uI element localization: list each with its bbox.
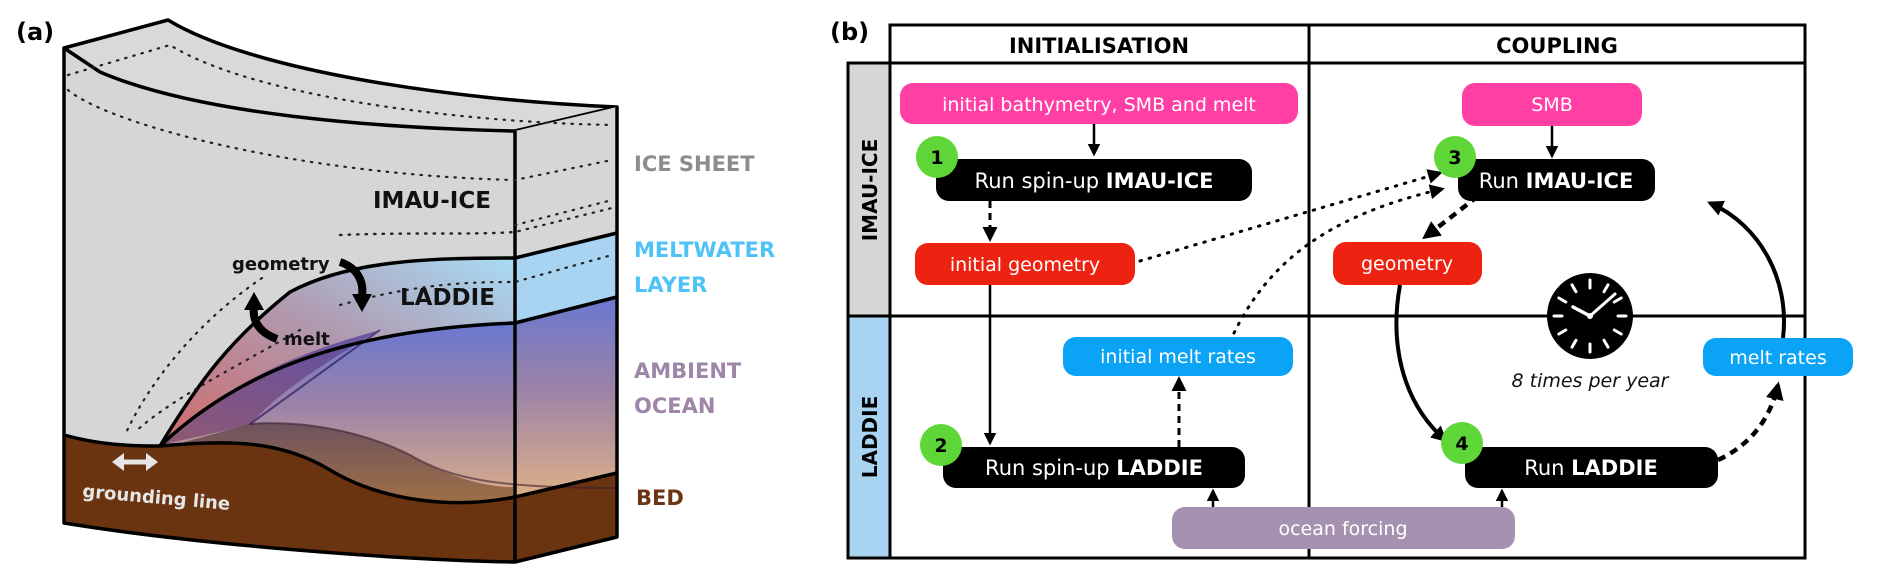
bed-bump <box>170 423 515 503</box>
legend-ice-sheet: ICE SHEET <box>634 152 755 176</box>
panel-a: (a) <box>16 18 775 564</box>
laddie-label: LADDIE <box>400 285 495 311</box>
svg-text:initial bathymetry, SMB and me: initial bathymetry, SMB and melt <box>942 94 1256 116</box>
box-step2-spinup-laddie: Run spin-up LADDIE 2 <box>920 424 1245 488</box>
panel-a-legend: ICE SHEET MELTWATER LAYER AMBIENT OCEAN … <box>634 152 775 510</box>
legend-meltwater-line2: LAYER <box>634 273 707 297</box>
legend-ocean-line1: AMBIENT <box>634 359 742 383</box>
box-initial-geometry: initial geometry <box>915 243 1135 285</box>
cavity-shade <box>165 330 380 444</box>
svg-text:3: 3 <box>1448 147 1461 169</box>
box-ocean-forcing: ocean forcing <box>1172 507 1515 549</box>
legend-ocean-line2: OCEAN <box>634 394 715 418</box>
box-step3-run-imau-ice: Run IMAU-ICE 3 <box>1434 136 1655 201</box>
svg-text:1: 1 <box>930 147 943 169</box>
svg-text:geometry: geometry <box>1361 253 1453 275</box>
box-initial-inputs: initial bathymetry, SMB and melt <box>900 83 1298 124</box>
svg-text:Run IMAU-ICE: Run IMAU-ICE <box>1479 169 1634 193</box>
row-bg-imau-ice <box>848 63 890 316</box>
step-badge-4 <box>1441 422 1483 464</box>
meltwater-layer-front <box>160 258 515 446</box>
block-outlines <box>62 48 619 564</box>
step-badge-2 <box>920 424 962 466</box>
clock-caption: 8 times per year <box>1512 370 1670 392</box>
clock-tick <box>1557 328 1568 336</box>
row-header-imau-ice: IMAU-ICE <box>858 139 882 242</box>
box-melt-rates: melt rates <box>1703 338 1853 376</box>
geometry-arrow-label: geometry <box>232 254 330 275</box>
svg-text:melt rates: melt rates <box>1729 347 1826 369</box>
svg-text:Run LADDIE: Run LADDIE <box>1524 456 1658 480</box>
clock-icon <box>1547 273 1633 359</box>
bed-front <box>64 435 515 562</box>
grounding-line-arrow-icon <box>112 453 158 471</box>
melt-arrow-label: melt <box>284 329 330 350</box>
svg-text:Run spin-up IMAU-ICE: Run spin-up IMAU-ICE <box>975 169 1214 193</box>
clock-tick <box>1570 283 1578 294</box>
row-header-laddie: LADDIE <box>858 396 882 479</box>
column-header-coupling: COUPLING <box>1496 34 1618 58</box>
imau-ice-label: IMAU-ICE <box>373 188 491 214</box>
box-step1-spinup-imau-ice: Run spin-up IMAU-ICE 1 <box>916 136 1252 201</box>
clock-tick <box>1570 338 1578 349</box>
step-badge-1 <box>916 136 958 178</box>
svg-text:ocean forcing: ocean forcing <box>1278 518 1407 540</box>
legend-meltwater-line1: MELTWATER <box>634 238 775 262</box>
ambient-ocean-front <box>160 323 515 503</box>
box-geometry: geometry <box>1333 242 1482 285</box>
svg-text:SMB: SMB <box>1531 94 1573 116</box>
meltwater-side <box>515 233 617 323</box>
clock-tick <box>1612 296 1623 304</box>
table-grid <box>846 23 1807 560</box>
bed-side <box>515 473 617 562</box>
svg-text:initial geometry: initial geometry <box>950 254 1100 276</box>
step-badge-3 <box>1434 136 1476 178</box>
box-initial-melt-rates: initial melt rates <box>1063 337 1293 376</box>
panel-b: (b) INITIALISATION COUPLING IMAU-ICE LAD… <box>830 18 1853 560</box>
svg-text:2: 2 <box>934 435 947 457</box>
clock-tick <box>1557 296 1568 304</box>
column-header-initialisation: INITIALISATION <box>1009 34 1189 58</box>
box-step4-run-laddie: Run LADDIE 4 <box>1441 422 1718 488</box>
dotted-guides <box>66 43 614 437</box>
geometry-arrow-icon <box>338 258 367 297</box>
row-bg-laddie <box>848 316 890 558</box>
clock-tick <box>1602 283 1610 294</box>
svg-text:4: 4 <box>1455 433 1468 455</box>
box-smb: SMB <box>1462 83 1642 126</box>
legend-bed: BED <box>636 486 684 510</box>
ocean-side <box>515 297 617 497</box>
svg-text:initial melt rates: initial melt rates <box>1100 346 1256 368</box>
panel-b-label: (b) <box>830 18 869 46</box>
panel-a-label: (a) <box>16 18 54 46</box>
svg-text:Run spin-up LADDIE: Run spin-up LADDIE <box>985 456 1203 480</box>
clock-tick <box>1612 328 1623 336</box>
clock-tick <box>1602 338 1610 349</box>
